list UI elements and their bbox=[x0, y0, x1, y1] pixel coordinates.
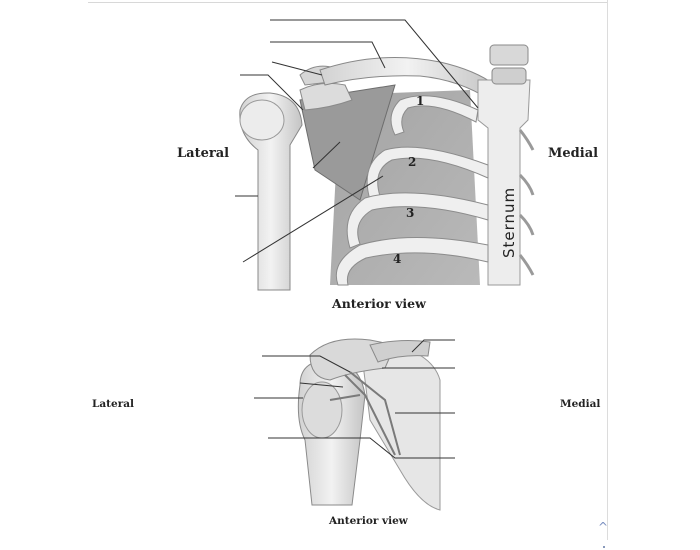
vertebra-upper bbox=[489, 44, 529, 66]
bottom-leader-lines bbox=[254, 339, 455, 459]
humerus-bone bbox=[239, 92, 303, 291]
top-shoulder-figure bbox=[235, 19, 535, 291]
rib-number-2: 2 bbox=[408, 155, 417, 169]
humeral-head-bottom bbox=[301, 381, 343, 439]
bottom-caption: Anterior view bbox=[329, 515, 408, 527]
scapula-shape bbox=[299, 84, 396, 201]
top-leader-lines bbox=[235, 19, 479, 263]
top-medial-label: Medial bbox=[548, 146, 599, 161]
sternum-bone bbox=[477, 79, 531, 286]
rib-number-1: 1 bbox=[416, 94, 425, 108]
bottom-shoulder-figure bbox=[254, 338, 455, 511]
bottom-medial-label: Medial bbox=[560, 398, 601, 410]
rib-number-3: 3 bbox=[406, 206, 415, 220]
top-caption: Anterior view bbox=[332, 296, 426, 311]
ligament-bands bbox=[329, 371, 401, 456]
rib-number-4: 4 bbox=[393, 252, 402, 266]
vertebra-lower bbox=[491, 67, 527, 85]
rib-3 bbox=[346, 192, 489, 249]
top-lateral-label: Lateral bbox=[177, 146, 230, 161]
page-right-border bbox=[607, 0, 608, 540]
scroll-up-icon[interactable]: ^ bbox=[598, 520, 609, 534]
bottom-lateral-label: Lateral bbox=[92, 398, 135, 410]
page-top-border bbox=[88, 2, 608, 3]
acromion-process bbox=[299, 82, 353, 111]
rib-right-set bbox=[518, 129, 535, 276]
rib-1 bbox=[390, 95, 479, 136]
rib-4 bbox=[335, 237, 489, 286]
humeral-head bbox=[239, 99, 285, 141]
clavicle-end bbox=[369, 340, 431, 363]
scroll-indicator-dot bbox=[603, 546, 605, 548]
handwritten-sternum-label: Sternum bbox=[500, 186, 518, 258]
